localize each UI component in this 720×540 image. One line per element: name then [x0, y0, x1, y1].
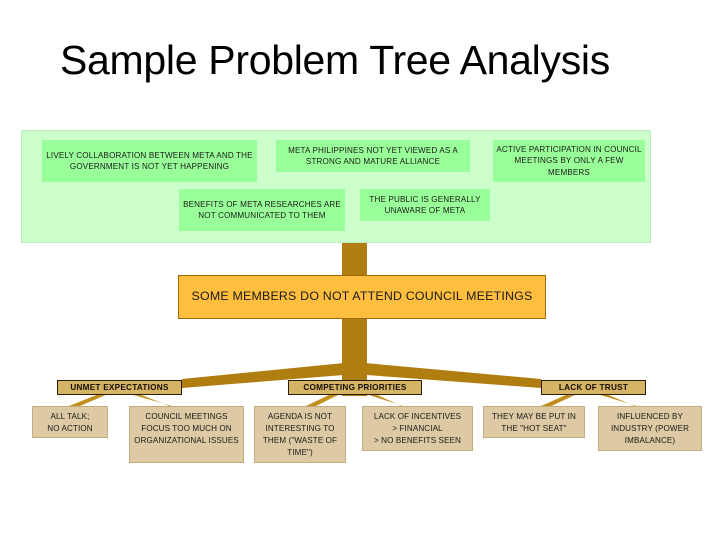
effect-box-meta-philippines-alliance: META PHILIPPINES NOT YET VIEWED AS A STR… [276, 140, 470, 172]
cause-box-council-meetings-organizational: COUNCIL MEETINGS FOCUS TOO MUCH ON ORGAN… [129, 406, 244, 463]
cause-box-hot-seat: THEY MAY BE PUT IN THE "HOT SEAT" [483, 406, 585, 438]
cause-box-lack-of-incentives: LACK OF INCENTIVES > FINANCIAL > NO BENE… [362, 406, 473, 451]
page-title: Sample Problem Tree Analysis [60, 37, 610, 83]
core-problem-box: SOME MEMBERS DO NOT ATTEND COUNCIL MEETI… [178, 275, 546, 319]
cause-box-influenced-by-industry: INFLUENCED BY INDUSTRY (POWER IMBALANCE) [598, 406, 702, 451]
effects-panel: LIVELY COLLABORATION BETWEEN META AND TH… [21, 130, 651, 243]
cause-box-agenda-not-interesting: AGENDA IS NOT INTERESTING TO THEM ("WAST… [254, 406, 346, 463]
effect-box-public-unaware: THE PUBLIC IS GENERALLY UNAWARE OF META [360, 189, 490, 221]
cause-box-all-talk-no-action: ALL TALK; NO ACTION [32, 406, 108, 438]
effect-box-active-participation: ACTIVE PARTICIPATION IN COUNCIL MEETINGS… [493, 140, 645, 182]
category-header-lack-of-trust: LACK OF TRUST [541, 380, 646, 395]
category-header-competing-priorities: COMPETING PRIORITIES [288, 380, 422, 395]
trunk-connector-upper [342, 243, 367, 276]
effect-box-benefits-not-communicated: BENEFITS OF META RESEARCHES ARE NOT COMM… [179, 189, 345, 231]
effect-box-lively-collaboration: LIVELY COLLABORATION BETWEEN META AND TH… [42, 140, 257, 182]
category-header-unmet-expectations: UNMET EXPECTATIONS [57, 380, 182, 395]
